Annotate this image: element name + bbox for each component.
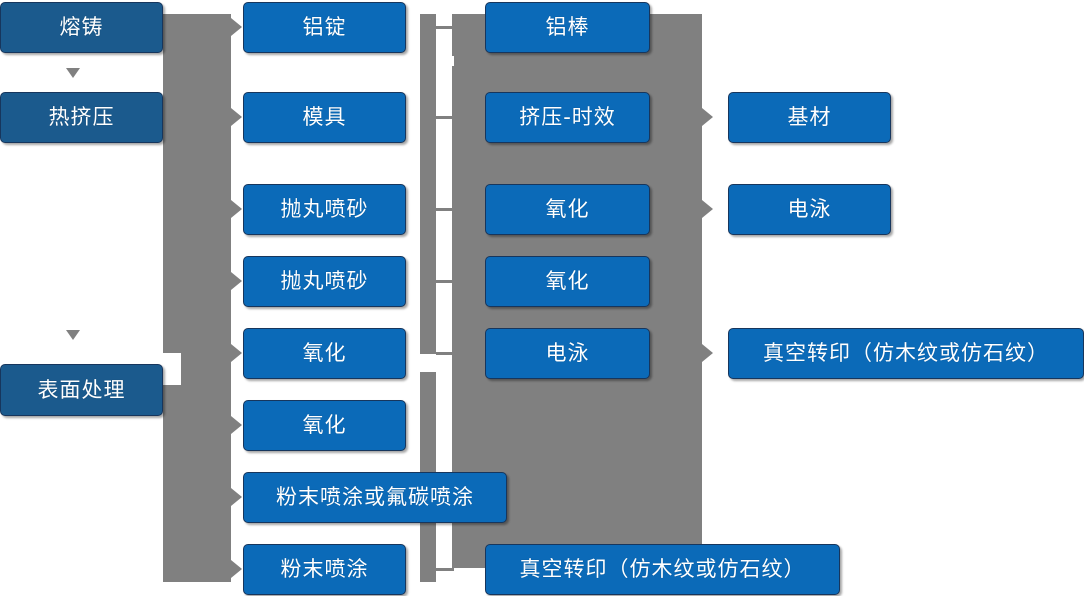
arrow-to-c2c (231, 200, 242, 218)
node-c2f[interactable]: 氧化 (243, 400, 406, 451)
arrow-to-c4b (702, 200, 713, 218)
node-c3a[interactable]: 铝棒 (485, 2, 650, 53)
node-c3e[interactable]: 电泳 (485, 328, 650, 379)
node-label: 氧化 (302, 341, 347, 365)
node-label: 模具 (302, 105, 347, 129)
arrow-to-c2d (231, 272, 242, 290)
node-label: 铝棒 (545, 15, 590, 39)
node-label: 抛丸喷砂 (280, 269, 369, 293)
mid-tick-5 (436, 352, 454, 355)
node-label: 抛丸喷砂 (280, 197, 369, 221)
arrow-to-c2g (231, 488, 242, 506)
node-label: 热挤压 (48, 105, 115, 129)
node-c3b[interactable]: 挤压-时效 (485, 92, 650, 143)
node-s3[interactable]: 表面处理 (0, 364, 163, 416)
node-label: 粉末喷涂 (280, 557, 369, 581)
mid-tick-2 (436, 116, 454, 119)
arrow-to-c2a (231, 18, 242, 36)
stage-connector-notch (163, 353, 181, 385)
node-label: 表面处理 (37, 377, 126, 402)
process-band-tip (440, 56, 454, 66)
node-c4c[interactable]: 真空转印（仿木纹或仿石纹） (728, 328, 1084, 379)
node-label: 粉末喷涂或氟碳喷涂 (276, 485, 474, 509)
node-c2b[interactable]: 模具 (243, 92, 406, 143)
arrow-to-c4c (702, 344, 713, 362)
node-c2c[interactable]: 抛丸喷砂 (243, 184, 406, 235)
node-c2g[interactable]: 粉末喷涂或氟碳喷涂 (243, 472, 507, 523)
node-label: 电泳 (545, 341, 590, 365)
node-c3d[interactable]: 氧化 (485, 256, 650, 307)
arrow-to-c2h (231, 560, 242, 578)
arrow-to-c4a (702, 108, 713, 126)
node-c3f[interactable]: 真空转印（仿木纹或仿石纹） (485, 544, 840, 595)
stage-band-tip-2 (66, 330, 80, 340)
node-label: 基材 (787, 105, 832, 129)
node-label: 真空转印（仿木纹或仿石纹） (519, 557, 806, 581)
mid-tick-6 (436, 568, 454, 571)
stage-connector-band (163, 14, 231, 582)
node-label: 熔铸 (59, 15, 104, 39)
node-c2d[interactable]: 抛丸喷砂 (243, 256, 406, 307)
node-c3c[interactable]: 氧化 (485, 184, 650, 235)
mid-tick-4 (436, 280, 454, 283)
node-label: 氧化 (545, 269, 590, 293)
node-label: 氧化 (545, 197, 590, 221)
mid-tick-1 (436, 26, 454, 29)
node-label: 电泳 (787, 197, 832, 221)
mid-tick-3 (436, 208, 454, 211)
node-s1[interactable]: 熔铸 (0, 2, 163, 53)
stage-connector-stub (163, 389, 185, 392)
node-label: 挤压-时效 (519, 105, 616, 129)
node-s2[interactable]: 热挤压 (0, 92, 163, 143)
node-c2e[interactable]: 氧化 (243, 328, 406, 379)
node-c2h[interactable]: 粉末喷涂 (243, 544, 406, 595)
node-c4a[interactable]: 基材 (728, 92, 891, 143)
node-c2a[interactable]: 铝锭 (243, 2, 406, 53)
node-label: 氧化 (302, 413, 347, 437)
node-c4b[interactable]: 电泳 (728, 184, 891, 235)
node-label: 真空转印（仿木纹或仿石纹） (763, 341, 1049, 365)
stage-band-tip-1 (66, 68, 80, 78)
arrow-to-c2f (231, 416, 242, 434)
arrow-to-c2b (231, 108, 242, 126)
node-label: 铝锭 (302, 15, 347, 39)
mid-connector-bar-upper (420, 14, 436, 354)
arrow-to-c2e (231, 344, 242, 362)
